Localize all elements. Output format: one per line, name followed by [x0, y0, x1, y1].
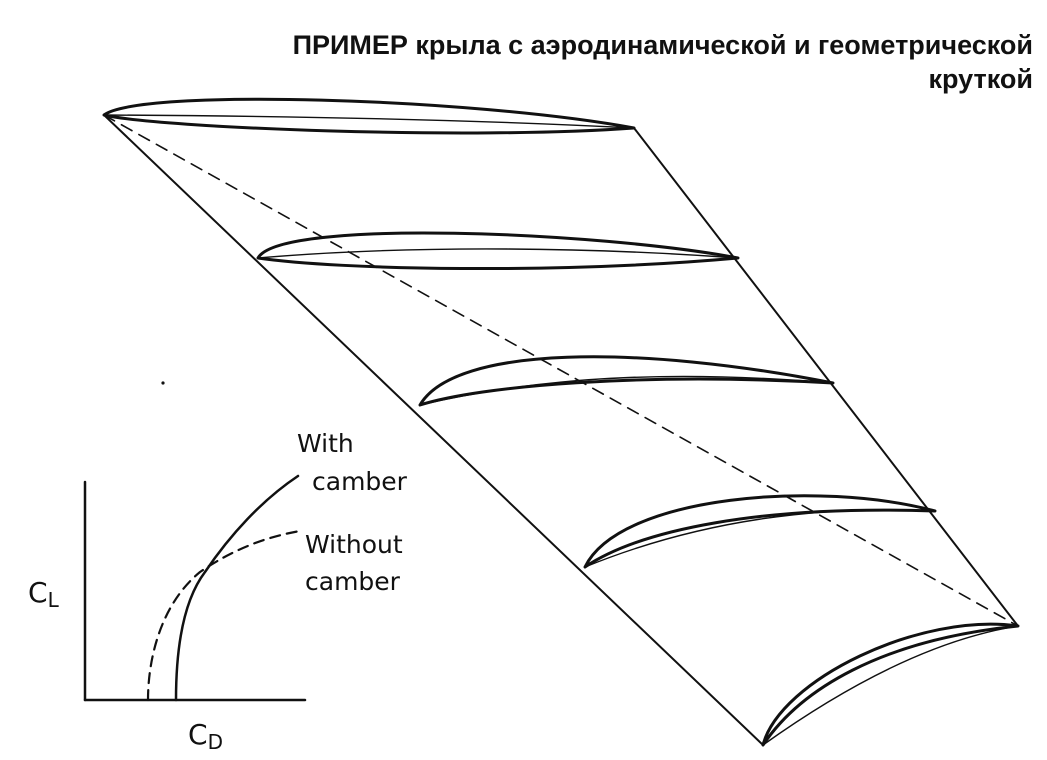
airfoil-section-5	[761, 622, 1020, 747]
airfoil-section-4	[583, 494, 937, 569]
trailing-edge-line	[633, 127, 1019, 627]
curve-with-camber	[174, 474, 300, 702]
drag-polar-graph	[83, 474, 307, 702]
airfoil-section-1	[102, 97, 636, 135]
quarter-chord-dashed-line	[103, 114, 1019, 627]
cl-axis-label: CL	[28, 576, 60, 612]
cd-axis-label: CD	[188, 718, 223, 754]
without-camber-label: Without camber	[305, 530, 411, 596]
airfoil-section-2	[256, 231, 740, 271]
curve-without-camber	[146, 529, 302, 702]
leading-edge-line	[103, 114, 764, 746]
stray-dot	[161, 381, 165, 385]
title-line-1: ПРИМЕР крыла с аэродинамической и геомет…	[292, 30, 1033, 60]
with-camber-label: With camber	[297, 429, 408, 496]
airfoil-section-3	[418, 355, 835, 407]
figure-title: ПРИМЕР крыла с аэродинамической и геомет…	[33, 28, 1033, 96]
title-line-2: круткой	[928, 64, 1033, 94]
